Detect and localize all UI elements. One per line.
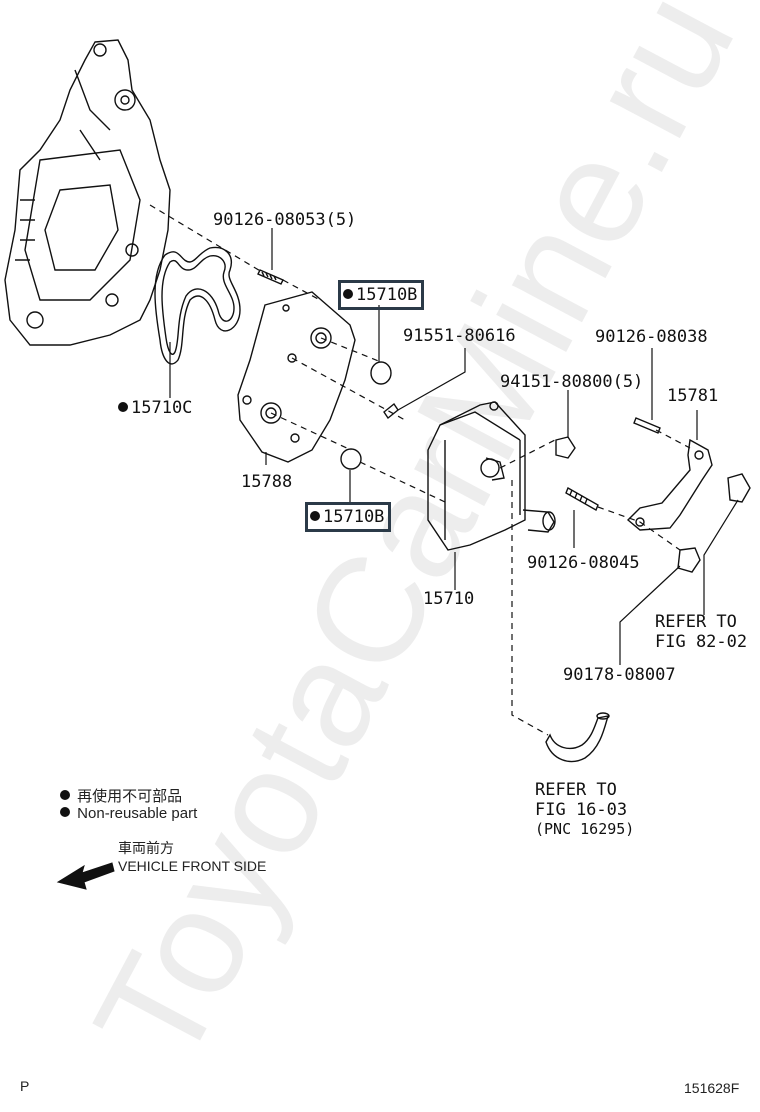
non-reusable-dot-icon — [60, 807, 70, 817]
ref-fig82-line2: FIG 82-02 — [655, 632, 748, 652]
non-reusable-dot-icon — [118, 402, 128, 412]
plate-15788 — [237, 291, 356, 463]
ref-fig82-line1: REFER TO — [655, 612, 737, 632]
legend-front-jp: 車両前方 — [118, 840, 174, 856]
legend-front-en: VEHICLE FRONT SIDE — [118, 858, 267, 874]
ref-fig16-line1: REFER TO — [535, 780, 617, 800]
hose — [545, 715, 609, 763]
label-15710b-bottom-text: 15710B — [323, 507, 385, 527]
legend-nonreusable-jp-text: 再使用不可部品 — [77, 788, 183, 805]
legend-nonreusable-jp: 再使用不可部品 — [60, 785, 182, 806]
label-90126-08053: 90126-08053(5) — [213, 210, 357, 230]
footer-left-code: P — [20, 1078, 30, 1094]
non-reusable-dot-icon — [343, 289, 353, 299]
ref-fig16-line2: FIG 16-03 — [535, 800, 628, 820]
label-15788: 15788 — [241, 472, 293, 492]
oring-15710b-bottom — [340, 448, 362, 470]
label-90126-08045: 90126-08045 — [527, 553, 640, 573]
label-91551-80616: 91551-80616 — [403, 326, 516, 346]
label-15710b-top: 15710B — [338, 280, 425, 310]
non-reusable-dot-icon — [60, 790, 70, 800]
legend-nonreusable-en-text: Non-reusable part — [77, 805, 198, 822]
ref-fig16-line3: (PNC 16295) — [535, 820, 635, 838]
figure-id: 151628F — [684, 1080, 740, 1096]
gasket-15710c — [154, 246, 241, 365]
label-15710: 15710 — [423, 589, 475, 609]
label-90178-08007: 90178-08007 — [563, 665, 676, 685]
nut-94151 — [555, 436, 576, 459]
oil-cooler-15710 — [427, 401, 526, 551]
oring-15710b-top — [370, 361, 392, 385]
non-reusable-dot-icon — [310, 511, 320, 521]
label-15710c-text: 15710C — [131, 398, 193, 418]
label-94151-80800: 94151-80800(5) — [500, 372, 644, 392]
label-15781: 15781 — [667, 386, 719, 406]
label-90126-08038: 90126-08038 — [595, 327, 708, 347]
engine-block-outline — [4, 39, 171, 346]
label-15710b-top-text: 15710B — [356, 285, 418, 305]
arrow-icon — [56, 862, 115, 890]
label-15710b-bottom: 15710B — [305, 502, 392, 532]
bracket-15781 — [626, 438, 713, 531]
legend-nonreusable-en: Non-reusable part — [60, 805, 197, 822]
label-15710c: 15710C — [118, 398, 192, 418]
